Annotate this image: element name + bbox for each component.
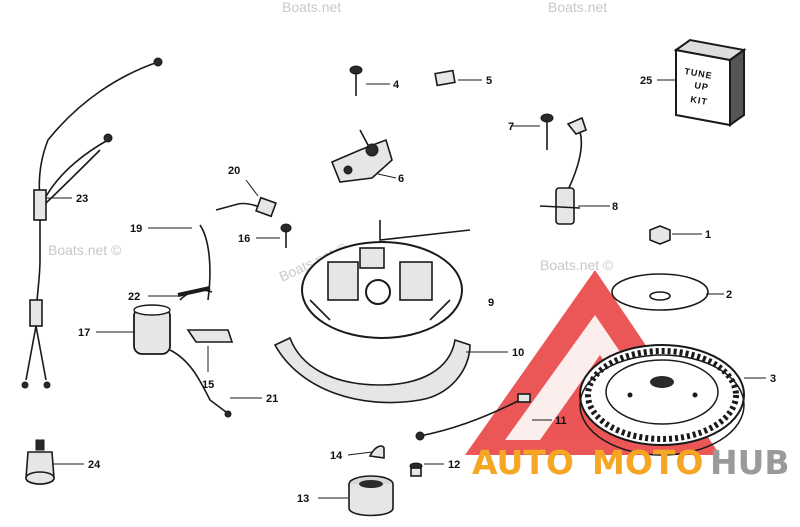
- watermark: Boats.net ©: [540, 257, 614, 273]
- screw-12: [409, 462, 423, 477]
- callout-leaders: [46, 79, 766, 499]
- nut-1: [649, 225, 671, 245]
- stator-plate-9: [301, 220, 471, 339]
- callout-4: 4: [393, 79, 400, 91]
- callout-labels: 1 2 3 4 5 6 7 8 9 10 11 12 13 14 15 16 1…: [76, 75, 776, 505]
- callout-8: 8: [612, 201, 618, 213]
- felt-pad-5: [434, 69, 456, 87]
- callout-24: 24: [88, 459, 101, 471]
- callout-17: 17: [78, 327, 90, 339]
- ignition-coil-17: [133, 196, 277, 418]
- callout-16: 16: [238, 233, 250, 245]
- callout-13: 13: [297, 493, 309, 505]
- callout-20: 20: [228, 165, 240, 177]
- callout-9: 9: [488, 297, 494, 309]
- callout-1: 1: [705, 229, 711, 241]
- callout-23: 23: [76, 193, 88, 205]
- tune-up-kit-25: TUNE UP KIT: [673, 38, 747, 127]
- lead-wire-11: [415, 393, 531, 441]
- callout-14: 14: [330, 450, 343, 462]
- watermark: Boats.net: [282, 0, 341, 15]
- washer-2: [611, 273, 709, 311]
- brand-wordmark: AUTO MOTO HUB: [472, 443, 790, 482]
- screw-16: [280, 223, 292, 248]
- callout-10: 10: [512, 347, 524, 359]
- callout-3: 3: [770, 373, 776, 385]
- kit-label-line3: KIT: [690, 94, 709, 107]
- brand-hub: HUB: [710, 443, 790, 482]
- brand-auto: AUTO: [472, 443, 574, 482]
- screw-4: [349, 65, 363, 96]
- callout-5: 5: [486, 75, 492, 87]
- callout-25: 25: [640, 75, 652, 87]
- flywheel-3: [579, 344, 745, 456]
- callout-19: 19: [130, 223, 142, 235]
- callout-22: 22: [128, 291, 140, 303]
- condenser-8: [539, 113, 587, 225]
- breaker-points-6: [330, 129, 393, 183]
- wire-harness-23: [21, 57, 163, 389]
- shield-10: [273, 336, 471, 404]
- kit-label-line2: UP: [694, 80, 710, 92]
- callout-6: 6: [398, 173, 404, 185]
- callout-21: 21: [266, 393, 278, 405]
- kit-label-line1: TUNE: [684, 66, 714, 81]
- brand-moto: MOTO: [592, 443, 703, 482]
- key-14: [368, 445, 385, 459]
- gauge-15: [186, 329, 234, 343]
- callout-11: 11: [555, 415, 567, 427]
- callout-7: 7: [508, 121, 514, 133]
- callout-12: 12: [448, 459, 460, 471]
- watermark: Boats.net: [548, 0, 607, 15]
- watermark: Boats.net ©: [48, 242, 122, 258]
- callout-2: 2: [726, 289, 732, 301]
- bushing-13: [348, 475, 394, 517]
- callout-15: 15: [202, 379, 214, 391]
- switch-24: [25, 439, 55, 485]
